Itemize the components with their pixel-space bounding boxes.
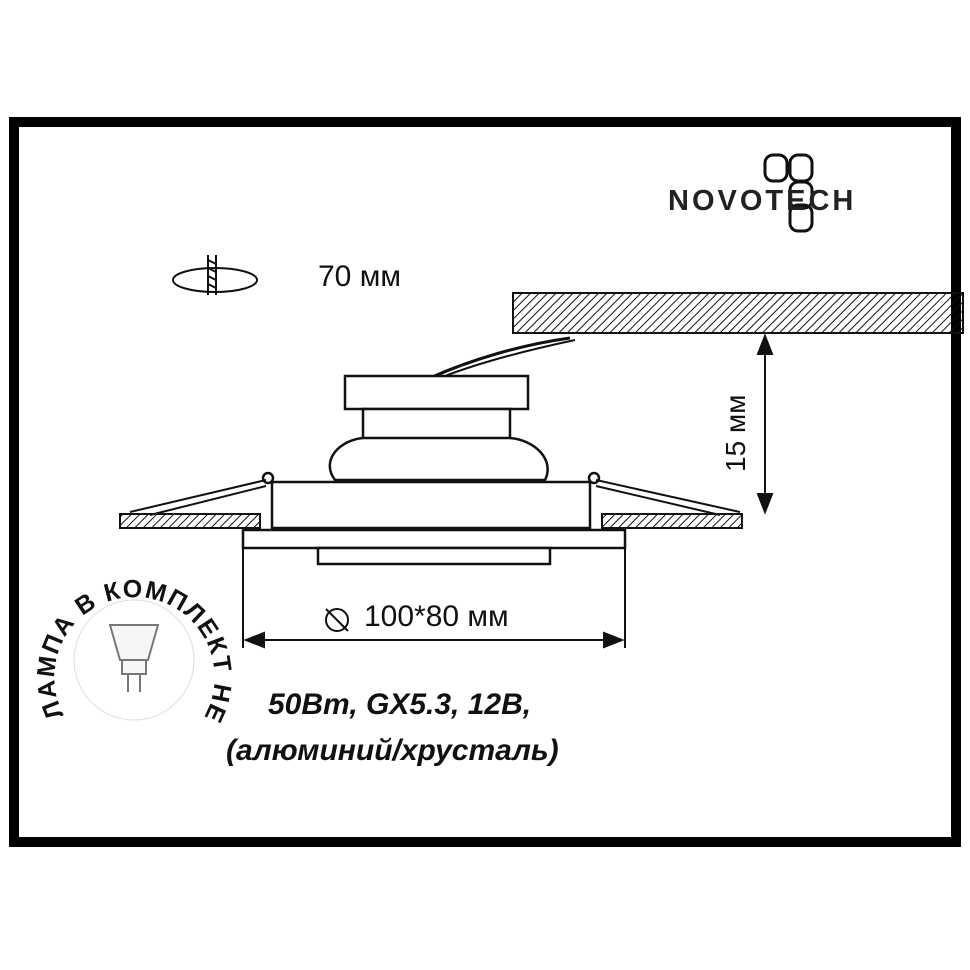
fixture-frame	[241, 528, 627, 566]
spec-line-material: (алюминий/хрусталь)	[226, 734, 559, 767]
spring-clips	[129, 479, 741, 516]
power-cable	[429, 336, 571, 380]
spec-line-power: 50Вт, GX5.3, 12В,	[268, 688, 532, 721]
brand-logo-mark	[763, 153, 814, 233]
ceiling-panel-left	[119, 513, 261, 529]
width-dimension-label: 100*80 мм	[364, 600, 509, 633]
cutout-dimension-label: 70 мм	[318, 260, 401, 293]
fixture-body	[261, 374, 601, 530]
width-dimension-line	[242, 548, 626, 649]
height-dimension-label: 15 мм	[720, 394, 751, 472]
ceiling-panel-right	[601, 513, 743, 529]
ceiling-slab	[512, 292, 964, 334]
diameter-icon	[325, 608, 349, 632]
lamp-bulb-icon	[108, 624, 160, 692]
brand-name: NOVOTECH	[668, 185, 857, 217]
cutout-icon	[172, 255, 258, 295]
height-dimension-line	[756, 333, 774, 515]
